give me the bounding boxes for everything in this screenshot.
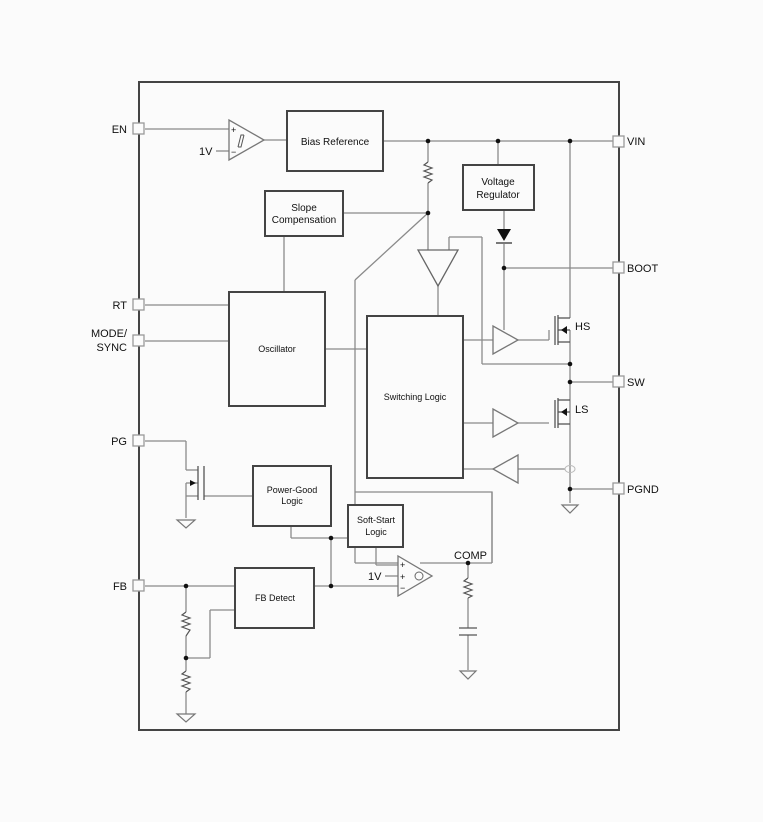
ls-arrow-icon: [561, 408, 567, 416]
pin-pg[interactable]: [132, 434, 145, 447]
junction-dot: [425, 138, 431, 144]
pin-label-en: EN: [112, 124, 127, 136]
junction-dot: [495, 138, 501, 144]
label-slope-2: Compensation: [272, 215, 336, 226]
block-voltage-regulator: [462, 164, 535, 211]
label-ss-1: Soft-Start: [357, 515, 396, 525]
pg-arrow-icon: [190, 480, 196, 486]
pin-sw[interactable]: [612, 375, 625, 388]
hysteresis-icon: [237, 134, 245, 148]
ground-icon: [560, 504, 580, 514]
pin-fb[interactable]: [132, 579, 145, 592]
ls-sense-amp: [491, 453, 519, 485]
fb-resistor-top-icon: [180, 611, 192, 637]
pin-en[interactable]: [132, 122, 145, 135]
label-ss-2: Logic: [365, 527, 387, 537]
junction-dot: [328, 583, 334, 589]
pin-label-sw: SW: [627, 377, 645, 389]
ea-plus-1: +: [400, 560, 405, 570]
label-fb-detect: FB Detect: [255, 593, 296, 603]
pin-label-pg: PG: [111, 436, 127, 448]
junction-dot: [183, 583, 189, 589]
label-slope-1: Slope: [291, 203, 317, 214]
label-bias-reference: Bias Reference: [301, 137, 370, 148]
label-pg-1: Power-Good: [267, 485, 318, 495]
junction-dot: [465, 560, 471, 566]
pin-label-boot: BOOT: [627, 263, 658, 275]
junction-dot: [567, 486, 573, 492]
label-vreg-2: Regulator: [476, 190, 520, 201]
resistor-icon: [422, 161, 434, 184]
en-minus: −: [231, 147, 236, 157]
junction-dot: [501, 265, 507, 271]
junction-dot: [183, 655, 189, 661]
ground-icon: [175, 713, 197, 723]
current-sense-amp: [416, 249, 460, 288]
label-hs: HS: [575, 321, 590, 333]
transconductance-icon: [414, 571, 424, 581]
block-soft-start-logic: [347, 504, 404, 548]
ground-icon: [458, 670, 478, 680]
pin-label-pgnd: PGND: [627, 484, 659, 496]
ground-icon: [175, 519, 197, 529]
current-sense-icon: [564, 465, 576, 473]
ls-driver: [492, 407, 520, 439]
fb-resistor-bot-icon: [180, 670, 192, 693]
block-switching-logic: [366, 315, 464, 479]
pin-rt[interactable]: [132, 298, 145, 311]
junction-dot: [328, 535, 334, 541]
label-comp: COMP: [454, 550, 487, 562]
pin-label-vin: VIN: [627, 136, 645, 148]
pin-pgnd[interactable]: [612, 482, 625, 495]
en-comparator: [228, 118, 266, 162]
block-slope-compensation: [264, 190, 344, 237]
pin-label-fb: FB: [113, 581, 127, 593]
en-plus: +: [231, 125, 236, 135]
label-oscillator: Oscillator: [258, 344, 296, 354]
pin-label-rt: RT: [113, 300, 128, 312]
block-oscillator: [228, 291, 326, 407]
block-bias-reference: [286, 110, 384, 172]
label-pg-2: Logic: [281, 496, 303, 506]
ea-minus: −: [400, 583, 405, 593]
wire-comp-feedback: [355, 491, 493, 563]
hs-arrow-icon: [561, 326, 567, 334]
junction-dot: [425, 210, 431, 216]
pin-vin[interactable]: [612, 135, 625, 148]
wire-slope-diag: [354, 212, 429, 281]
ea-plus-2: +: [400, 572, 405, 582]
label-ls: LS: [575, 404, 588, 416]
label-en-ref: 1V: [199, 146, 213, 158]
comp-resistor-icon: [462, 577, 474, 599]
label-switching-logic: Switching Logic: [384, 392, 447, 402]
block-fb-detect: [234, 567, 315, 629]
ic-outline: [138, 81, 620, 731]
junction-dot: [567, 138, 573, 144]
label-vreg-1: Voltage: [481, 177, 515, 188]
junction-dot: [567, 361, 573, 367]
pin-boot[interactable]: [612, 261, 625, 274]
junction-dot: [567, 379, 573, 385]
pin-mode-sync[interactable]: [132, 334, 145, 347]
ls-mosfet: [554, 398, 570, 428]
diode-icon: [497, 229, 511, 241]
block-power-good-logic: [252, 465, 332, 527]
pin-label-mode: MODE/: [91, 328, 128, 340]
hs-driver: [492, 324, 520, 356]
label-ea-ref: 1V: [368, 571, 382, 583]
pin-label-sync: SYNC: [96, 342, 127, 354]
